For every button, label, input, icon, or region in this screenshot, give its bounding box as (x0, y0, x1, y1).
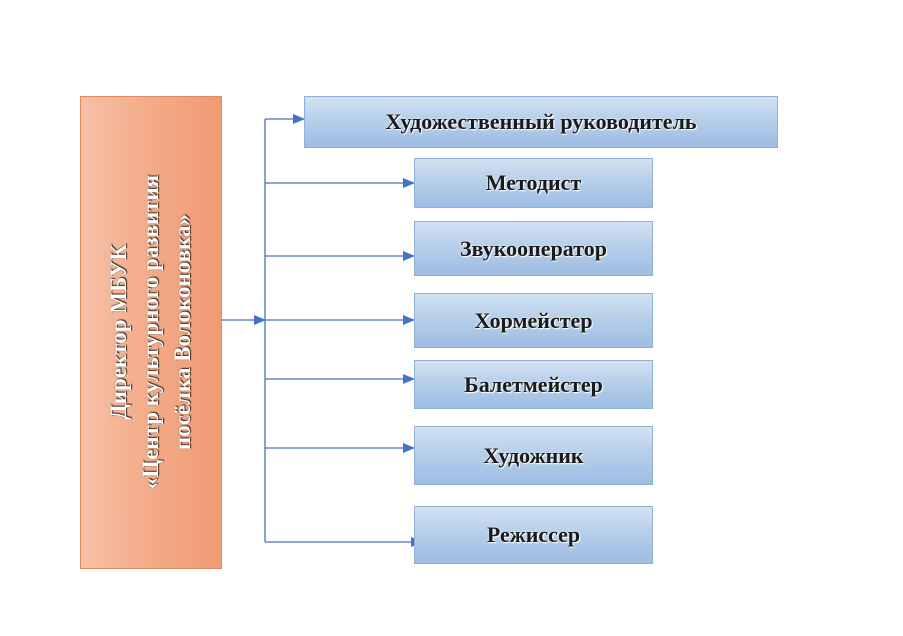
position-box-ballet-master: Балетмейстер (414, 360, 653, 409)
director-title: Директор МБУК (106, 243, 131, 421)
position-box-sound-engineer: Звукооператор (414, 221, 653, 276)
position-box-artist: Художник (414, 426, 653, 485)
position-box-art-director: Художественный руководитель (304, 96, 778, 148)
position-box-director-stage: Режиссер (414, 506, 653, 564)
position-label: Звукооператор (460, 235, 607, 261)
position-label: Режиссер (486, 522, 581, 547)
position-label: Балетмейстер (464, 371, 603, 397)
director-org-line: «Центр культурного развития (138, 174, 163, 490)
director-label: Директор МБУК «Центр культурного развити… (103, 102, 199, 562)
position-box-choirmaster: Хормейстер (414, 293, 653, 348)
director-box (80, 96, 222, 569)
position-label: Методист (485, 170, 582, 195)
position-label: Хормейстер (474, 307, 593, 333)
position-label: Художник (483, 442, 584, 468)
position-box-methodist: Методист (414, 158, 653, 208)
position-label: Художественный руководитель (385, 109, 697, 134)
director-org-place: посёлка Волоконовка» (170, 213, 195, 451)
